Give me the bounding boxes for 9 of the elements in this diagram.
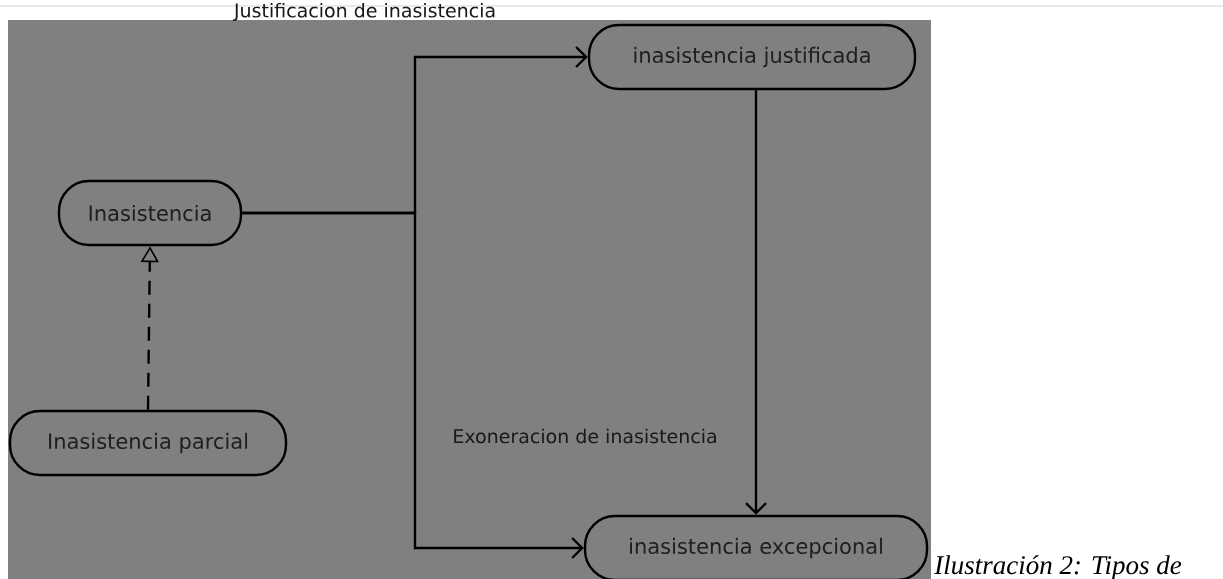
state-box: inasistencia excepcional <box>583 514 929 579</box>
state-box: inasistencia justificada <box>587 23 917 91</box>
state-box: Inasistencia <box>57 179 243 247</box>
caption: Ilustración 2: Tipos de <box>934 555 1182 579</box>
arrow <box>745 90 767 515</box>
edge-label: Exoneracion de inasistencia <box>454 428 716 444</box>
state-box: Inasistencia parcial <box>8 409 288 477</box>
arrow <box>242 211 584 559</box>
edge-label: Justificacion de inasistencia <box>232 2 495 22</box>
